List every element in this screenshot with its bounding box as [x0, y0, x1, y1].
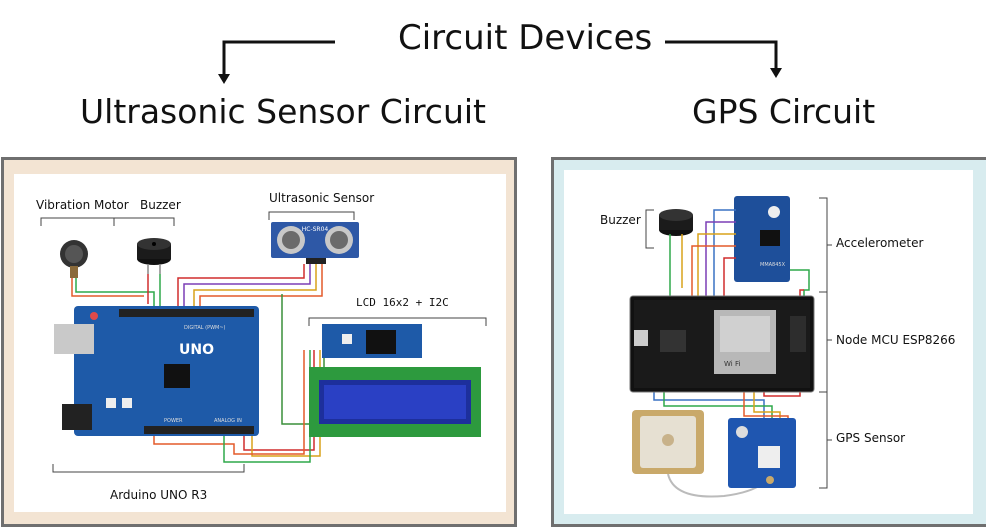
label-nodemcu: Node MCU ESP8266 [836, 333, 956, 347]
left-panel: HC-SR04 [1, 157, 517, 527]
arrow-right [665, 40, 782, 78]
arrow-left [218, 40, 335, 84]
arduino-uno-board: UNO DIGITAL (PWM~) ANALOG IN POWER [54, 306, 259, 436]
label-vibration-motor: Vibration Motor [36, 198, 129, 212]
uno-text: UNO [179, 342, 214, 358]
ultrasonic-sensor: HC-SR04 [271, 222, 359, 264]
right-heading: GPS Circuit [692, 92, 876, 131]
label-lcd: LCD 16x2 + I2C [356, 296, 449, 309]
lcd-display [309, 324, 481, 437]
digital-text: DIGITAL (PWM~) [184, 325, 226, 331]
right-wires [653, 209, 810, 420]
label-buzzer-left: Buzzer [140, 198, 181, 212]
label-accelerometer: Accelerometer [836, 236, 924, 250]
power-text: POWER [164, 418, 183, 424]
buzzer [137, 238, 171, 274]
ultrasonic-circuit-diagram: HC-SR04 [40, 211, 487, 473]
label-buzzer-right: Buzzer [600, 213, 641, 227]
gps-antenna [632, 410, 765, 498]
sr04-text: HC-SR04 [302, 226, 329, 233]
accelerometer-module: MMA845X [734, 196, 790, 282]
right-panel-inner: MMA845X Wi Fi [564, 170, 973, 514]
gps-buzzer [659, 209, 693, 298]
gps-circuit-diagram: MMA845X Wi Fi [629, 196, 832, 498]
analog-text: ANALOG IN [214, 418, 242, 424]
label-gps-sensor: GPS Sensor [836, 431, 906, 445]
left-panel-inner: HC-SR04 [14, 174, 506, 512]
label-ultrasonic-sensor: Ultrasonic Sensor [269, 191, 375, 205]
mma-text: MMA845X [760, 262, 786, 268]
nodemcu-board: Wi Fi [629, 295, 815, 393]
label-arduino: Arduino UNO R3 [110, 488, 208, 502]
main-title: Circuit Devices [398, 18, 653, 58]
vibration-motor [60, 240, 88, 278]
gps-module [728, 418, 796, 488]
right-panel: MMA845X Wi Fi [551, 157, 986, 527]
wifi-text: Wi Fi [724, 360, 740, 368]
left-heading: Ultrasonic Sensor Circuit [80, 92, 486, 131]
